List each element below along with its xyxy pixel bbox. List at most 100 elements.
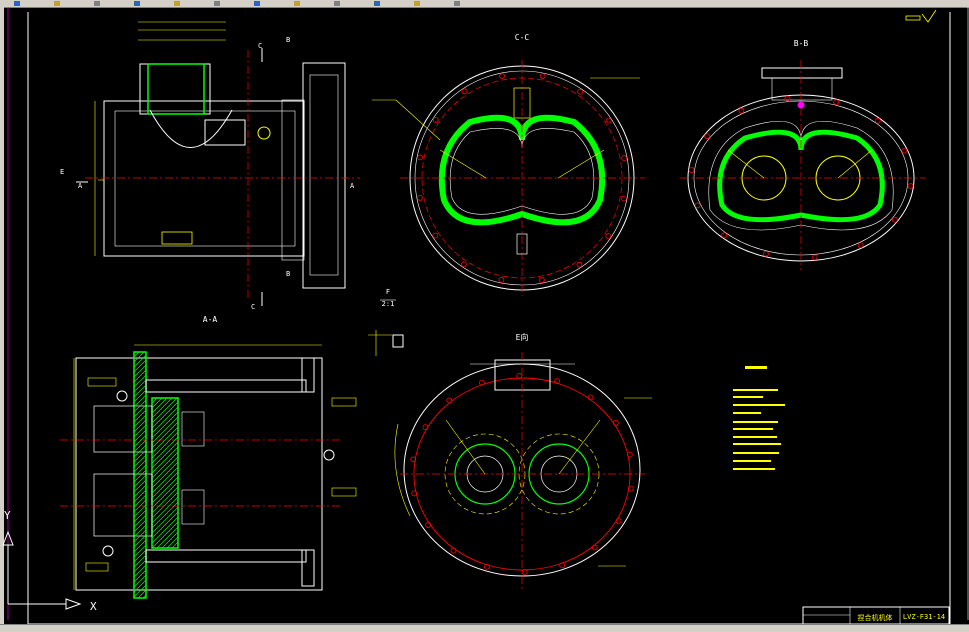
b-b-bolt-holes [688, 95, 914, 261]
bolt-hole [498, 277, 505, 283]
undo-icon[interactable] [294, 1, 300, 6]
hatch-line [133, 469, 147, 483]
ucs-icon [2, 530, 82, 610]
hatch-line [151, 421, 179, 449]
hatch-line [133, 384, 147, 398]
bolt-hole [738, 107, 745, 114]
bolt-hole [626, 451, 633, 458]
e-direction-view [394, 352, 652, 590]
hatch-line [133, 524, 147, 538]
surface-finish-symbol [905, 9, 937, 23]
bolt-hole [417, 195, 423, 201]
hatch-line [151, 486, 179, 514]
hatch-line [133, 549, 147, 563]
section-marker-a-right: A [350, 182, 355, 190]
hatch-line [133, 569, 147, 583]
cad-drawing-canvas[interactable]: C B C B E A A C-C [0, 7, 969, 624]
bolt-hole [446, 397, 453, 404]
hatch-line [151, 446, 179, 474]
bolt-hole [410, 456, 417, 463]
bolt-hole [461, 88, 468, 95]
bolt-hole [763, 250, 769, 257]
hatch-line [133, 439, 147, 453]
bolt-hole [425, 522, 432, 528]
hatch-line [151, 456, 179, 484]
properties-icon[interactable] [454, 1, 460, 6]
bolt-hole [621, 195, 627, 202]
bolt-hole [621, 155, 627, 161]
hatch-line [133, 424, 147, 438]
bolt-hole [874, 117, 881, 124]
hatch-line [133, 474, 147, 488]
hatch-line [151, 476, 179, 504]
hatch-line [137, 589, 147, 599]
hatch-line [133, 529, 147, 543]
ucs-x-label: X [90, 600, 97, 613]
hatch-line [151, 466, 179, 494]
bolt-hole [478, 379, 485, 386]
bolt-hole [833, 99, 839, 106]
hatch-line [151, 496, 179, 524]
print-icon[interactable] [134, 1, 140, 6]
new-icon[interactable] [14, 1, 20, 6]
hatch-line [133, 564, 147, 578]
bolt-hole [615, 518, 622, 524]
bolt-hole [539, 277, 545, 283]
technical-notes-block [733, 366, 785, 470]
hatch-line [176, 546, 179, 549]
bolt-hole [694, 202, 701, 209]
detail-f-label: F [386, 288, 390, 296]
bolt-hole [901, 147, 908, 154]
hatch-line [151, 521, 179, 549]
pan-icon[interactable] [374, 1, 380, 6]
section-marker-a-left: A [78, 182, 83, 190]
bolt-hole [612, 420, 619, 426]
section-marker-c-top: C [258, 42, 262, 50]
hatch-line [133, 449, 147, 463]
bolt-hole [539, 73, 546, 79]
hatch-line [171, 541, 179, 549]
hatch-line [133, 409, 147, 423]
section-c-c-view [372, 60, 645, 296]
hatch-line [133, 434, 147, 448]
paste-icon[interactable] [254, 1, 260, 6]
hatch-line [133, 559, 147, 573]
open-icon[interactable] [54, 1, 60, 6]
hatch-line [151, 461, 179, 489]
zoom-icon[interactable] [414, 1, 420, 6]
hatch-line [133, 534, 147, 548]
hatch-line [151, 397, 178, 424]
hatch-line [133, 484, 147, 498]
hatch-line [133, 429, 147, 443]
redo-icon[interactable] [334, 1, 340, 6]
save-icon[interactable] [94, 1, 100, 6]
view-title-a-a: A-A [203, 315, 218, 324]
hatch-line [133, 494, 147, 508]
e-view-bolt-holes [410, 373, 634, 575]
copy-icon[interactable] [214, 1, 220, 6]
bolt-hole [516, 373, 523, 379]
bolt-hole [576, 261, 583, 268]
hatch-line [133, 554, 147, 568]
cut-icon[interactable] [174, 1, 180, 6]
hatch-line [133, 394, 147, 408]
bolt-hole [411, 490, 418, 497]
hatch-line [156, 526, 179, 549]
a-a-hatch [133, 351, 179, 599]
hatch-line [133, 354, 147, 368]
section-marker-c-bottom: C [251, 303, 255, 311]
bolt-hole [688, 167, 695, 173]
bolt-hole [721, 232, 728, 239]
bolt-hole [577, 88, 583, 95]
detail-f-scale: 2:1 [382, 300, 395, 308]
hatch-line [151, 416, 179, 444]
bolt-hole [605, 233, 612, 239]
hatch-line [142, 594, 147, 599]
section-marker-b-bottom: B [286, 270, 290, 278]
hatch-line [133, 404, 147, 418]
drawing-name: 捏合机机体 [858, 613, 893, 622]
drawing-frame [7, 7, 969, 624]
hatch-line [151, 397, 173, 419]
hatch-line [133, 509, 147, 523]
hatch-line [133, 359, 147, 373]
